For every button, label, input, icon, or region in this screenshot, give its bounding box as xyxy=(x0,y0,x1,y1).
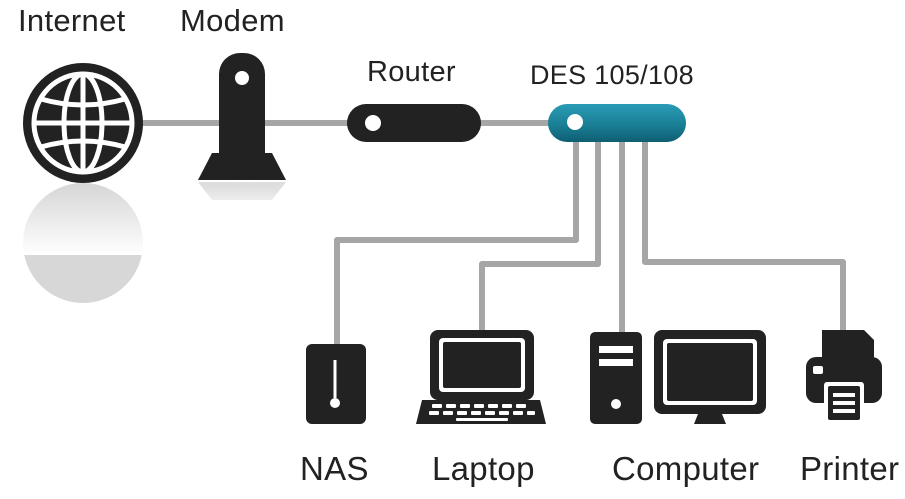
cable-switch-printer xyxy=(642,140,846,330)
printer-icon xyxy=(806,330,882,422)
globe-icon xyxy=(18,63,153,303)
cable-switch-nas xyxy=(334,140,579,344)
monitor-icon xyxy=(654,330,766,424)
computer-tower-icon xyxy=(590,332,642,424)
label-laptop: Laptop xyxy=(432,450,535,487)
label-nas: NAS xyxy=(300,450,369,487)
cables xyxy=(140,120,846,344)
laptop-icon xyxy=(416,330,546,424)
label-internet: Internet xyxy=(18,3,126,38)
modem-icon xyxy=(196,53,290,216)
label-computer: Computer xyxy=(612,450,760,487)
nas-icon xyxy=(306,344,366,424)
label-router: Router xyxy=(367,56,456,88)
cable-switch-laptop xyxy=(479,140,601,330)
router-icon xyxy=(347,104,481,142)
label-printer: Printer xyxy=(800,450,900,487)
switch-icon xyxy=(548,104,686,142)
label-switch: DES 105/108 xyxy=(530,60,694,90)
label-modem: Modem xyxy=(180,3,285,38)
